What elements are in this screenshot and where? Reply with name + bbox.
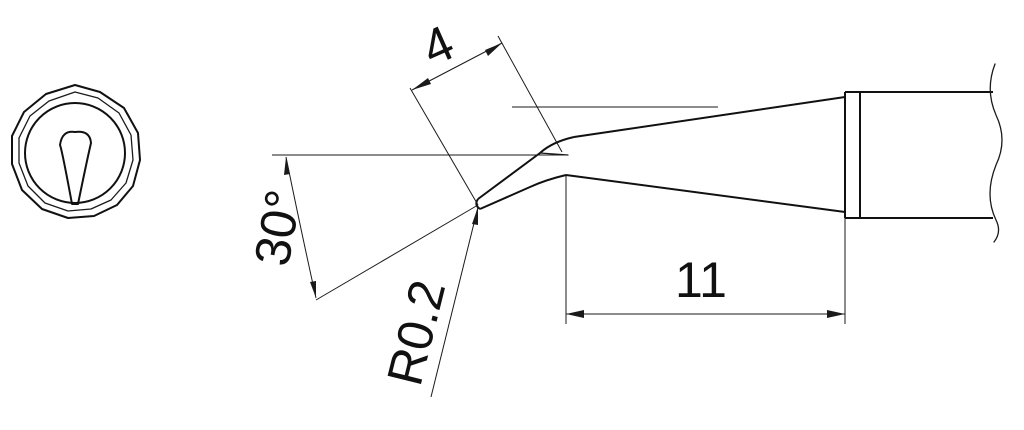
dimension-lines [272,35,846,398]
width-extension-right [497,35,563,153]
end-view-circle [24,102,126,204]
end-view-outer-polygon [11,84,141,219]
width-arrow-right [485,43,502,56]
end-view-inner-polygon [18,91,134,212]
length-arrow-right [827,310,845,318]
end-view-tip-face [59,130,92,205]
angle-dimension-label: 30° [244,186,312,270]
width-arrow-left [412,78,431,90]
radius-leader [430,206,479,398]
width-extension-left [409,87,479,206]
angle-reference-slanted [315,204,479,301]
width-dimension-label: 4 [414,14,462,76]
tip-end-view [11,84,141,219]
angle-arrow-bottom [310,281,316,298]
length-arrow-left [566,310,584,318]
length-dimension-label: 11 [675,252,727,308]
taper-bottom-edge [565,174,846,213]
angle-arrow-top [284,157,290,175]
tip-point-radius [475,198,481,210]
shaft-break-line [989,63,1003,243]
taper-top-edge [573,96,846,138]
bent-tip-lower [479,174,567,210]
tip-side-view [475,63,1003,243]
radius-arrow [472,207,478,225]
radius-dimension-label: R0.2 [376,275,456,391]
